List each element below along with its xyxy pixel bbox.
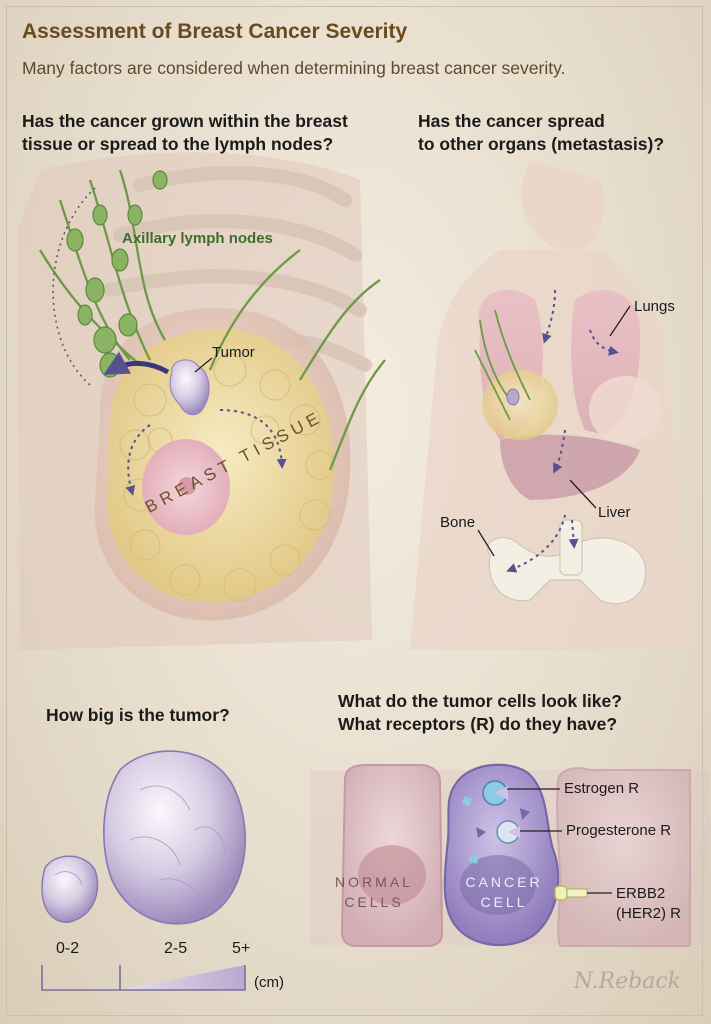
label-line: CANCER: [465, 874, 543, 890]
label-line: CELLS: [344, 894, 404, 910]
question-line: Has the cancer spread: [418, 111, 605, 131]
question-line: What receptors (R) do they have?: [338, 714, 618, 734]
label-line: NORMAL: [335, 874, 413, 890]
scale-label: 2-5: [164, 940, 188, 957]
label-normal-cells: NORMAL CELLS: [324, 872, 424, 912]
page-subtitle: Many factors are considered when determi…: [22, 58, 566, 78]
label-progesterone-receptor: Progesterone R: [566, 822, 672, 839]
label-erbb2-receptor: ERBB2 (HER2) R: [616, 884, 681, 924]
page-title: Assessment of Breast Cancer Severity: [22, 20, 408, 43]
tumor-size-illustration: [41, 750, 246, 991]
question-metastasis: Has the cancer spread to other organs (m…: [418, 110, 664, 156]
question-tumor-size: How big is the tumor?: [46, 705, 230, 725]
question-cell-receptors: What do the tumor cells look like? What …: [338, 690, 622, 736]
label-line: (HER2) R: [616, 905, 682, 922]
scale-label: 5+: [232, 940, 251, 957]
label-estrogen-receptor: Estrogen R: [564, 780, 640, 797]
label-bone: Bone: [440, 514, 476, 531]
label-axillary-lymph-nodes: Axillary lymph nodes: [122, 230, 273, 247]
scale-label: 0-2: [56, 940, 80, 957]
question-local-spread: Has the cancer grown within the breast t…: [22, 110, 348, 156]
artist-signature: N.Reback: [573, 969, 681, 994]
label-liver: Liver: [598, 504, 631, 521]
question-line: to other organs (metastasis)?: [418, 134, 665, 154]
question-line: tissue or spread to the lymph nodes?: [22, 134, 334, 154]
label-lungs: Lungs: [634, 298, 675, 315]
label-line: CELL: [480, 894, 528, 910]
question-line: What do the tumor cells look like?: [338, 691, 622, 711]
breast-illustration: [18, 152, 386, 650]
label-cancer-cell: CANCER CELL: [454, 872, 554, 912]
question-line: Has the cancer grown within the breast: [22, 111, 348, 131]
scale-unit: (cm): [254, 974, 284, 991]
label-tumor: Tumor: [212, 344, 255, 361]
border-frame: [6, 6, 703, 1016]
cells-illustration: [310, 763, 710, 947]
torso-illustration: [410, 160, 690, 650]
label-line: ERBB2: [616, 885, 666, 902]
